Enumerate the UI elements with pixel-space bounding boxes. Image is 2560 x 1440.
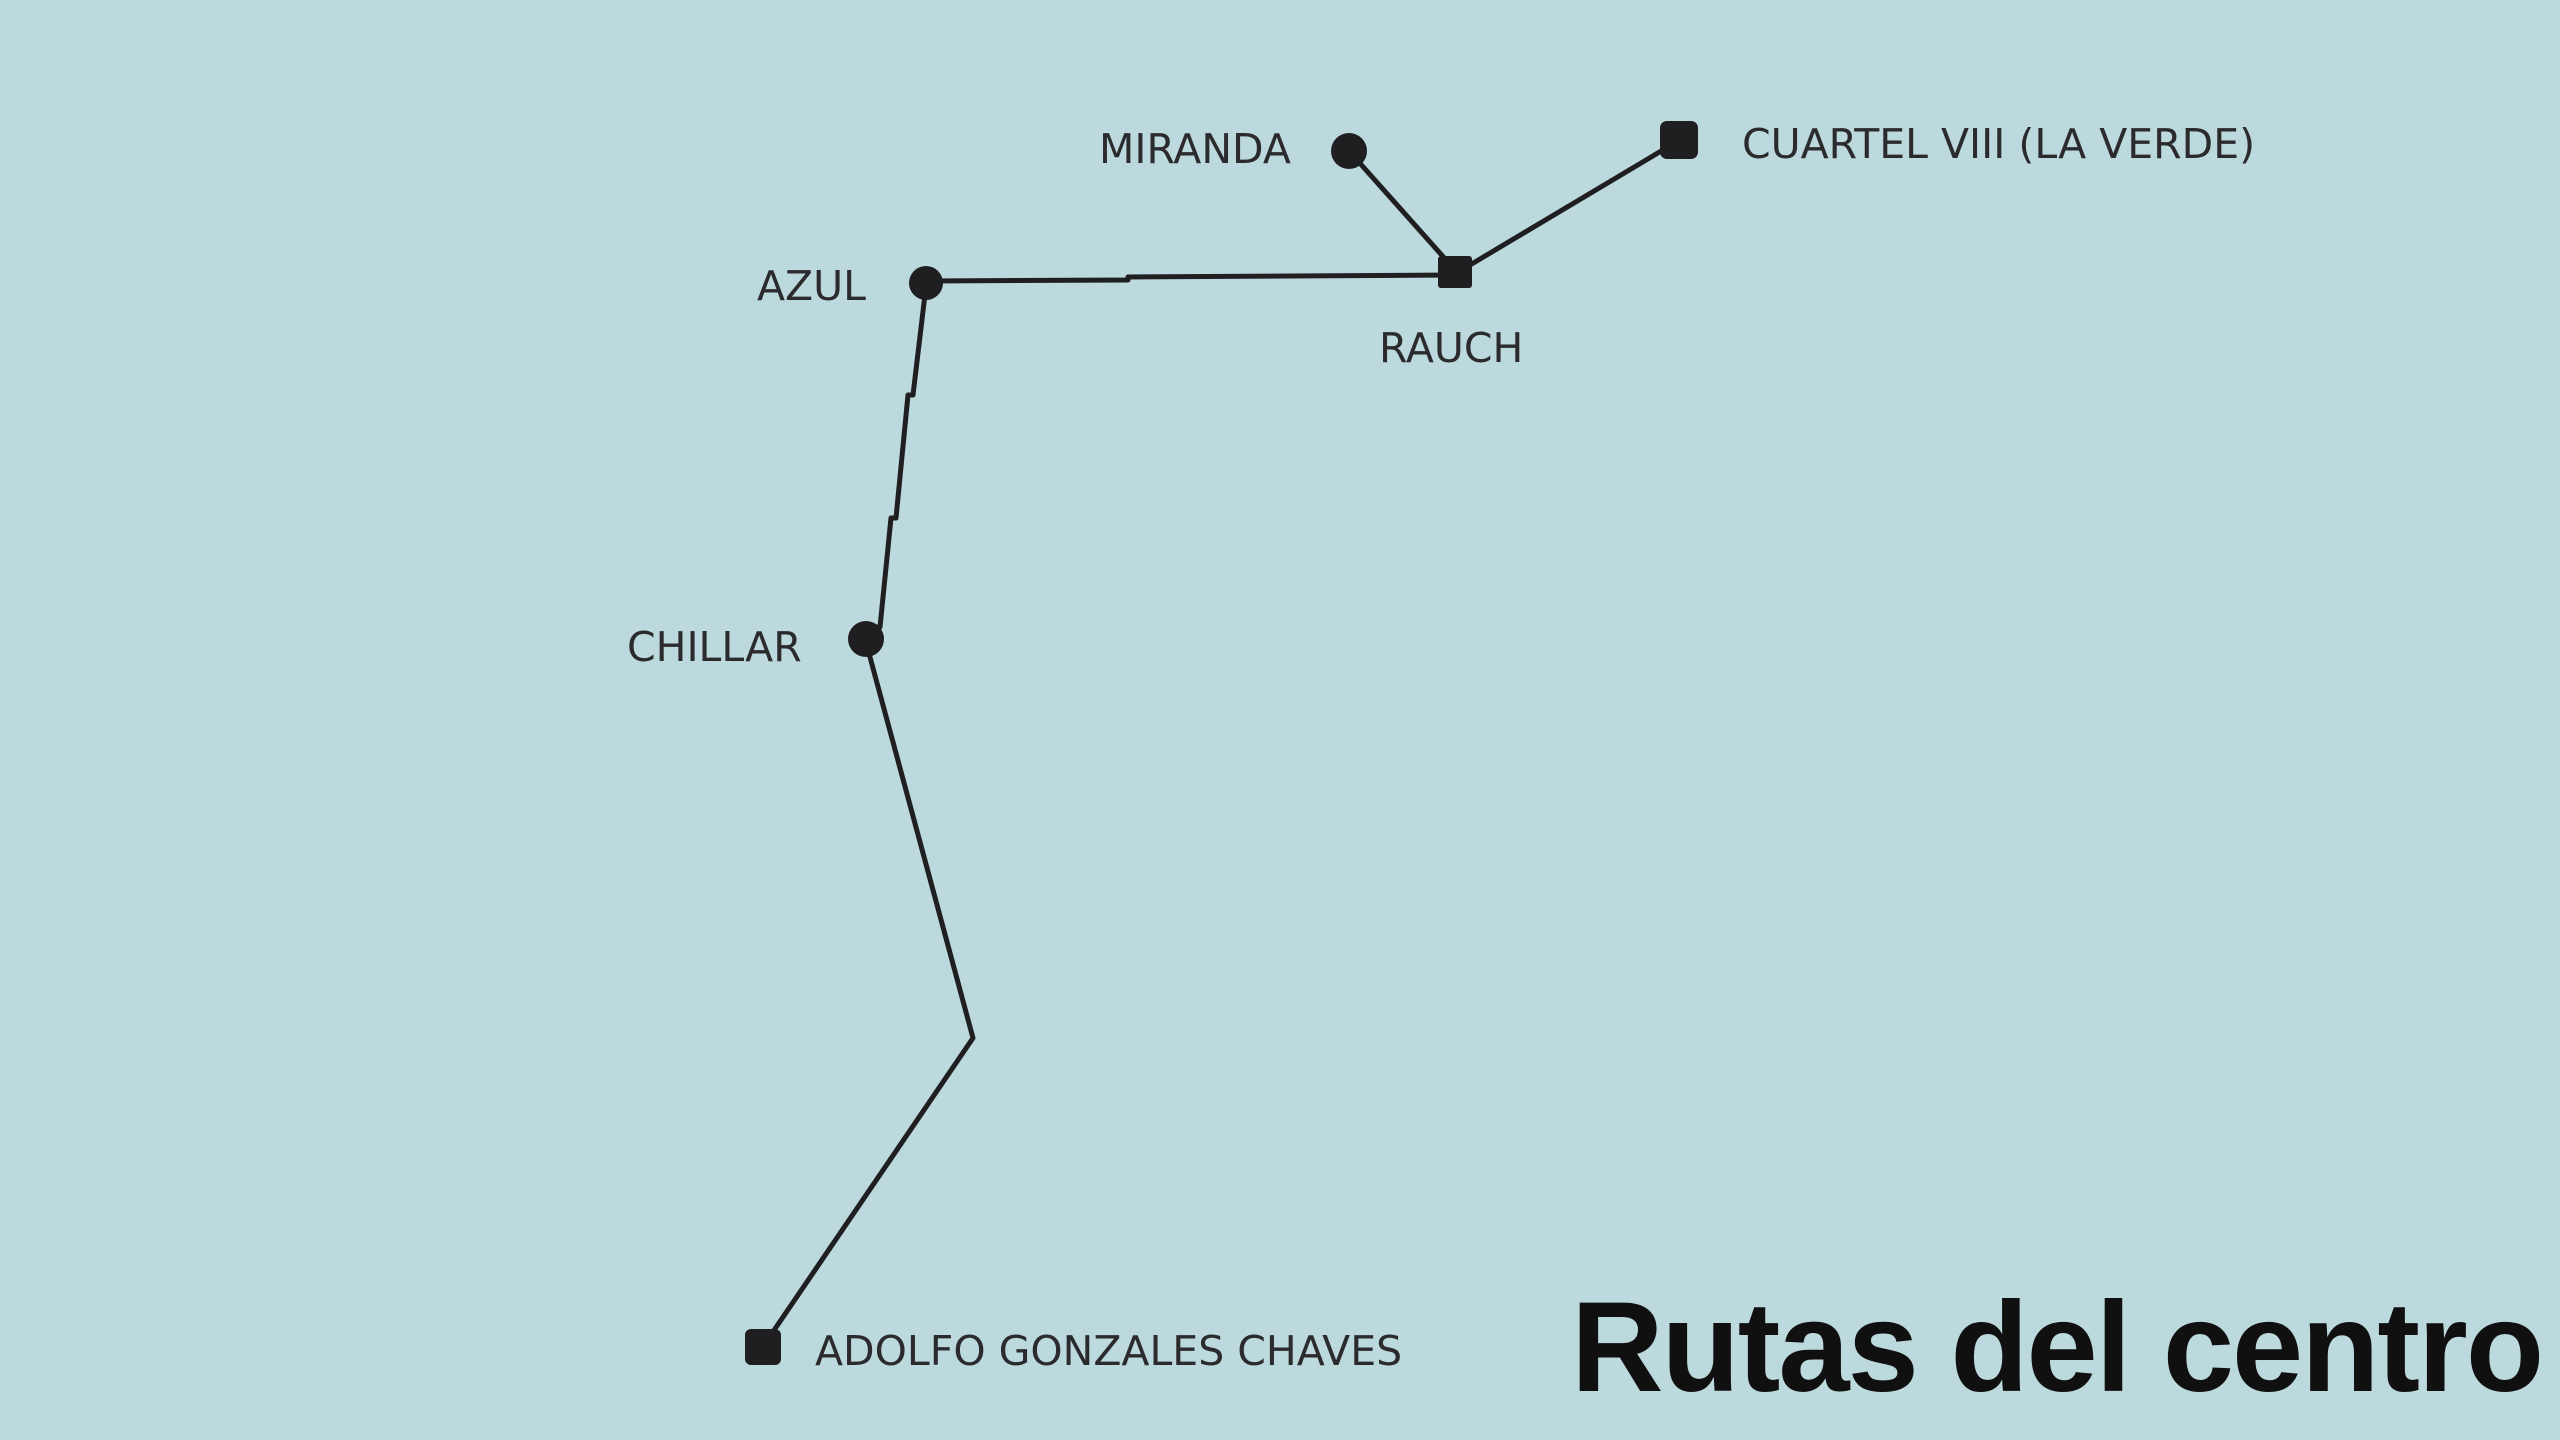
route-line-rauch-cuartel	[1467, 138, 1681, 268]
station-label-cuartel: CUARTEL VIII (LA VERDE)	[1742, 120, 2256, 168]
station-marker-cuartel	[1660, 121, 1698, 159]
station-marker-chillar	[848, 621, 884, 657]
station-marker-rauch	[1438, 256, 1472, 288]
station-label-chillar: CHILLAR	[627, 623, 802, 671]
station-marker-azul	[909, 266, 943, 300]
route-line-miranda-rauch	[1346, 148, 1458, 273]
route-line-azul-rauch	[925, 272, 1458, 284]
station-marker-chaves	[745, 1329, 781, 1365]
route-line-azul-chillar	[865, 283, 929, 641]
station-label-rauch: RAUCH	[1379, 324, 1524, 372]
station-label-miranda: MIRANDA	[1099, 125, 1291, 173]
station-label-azul: AZUL	[757, 262, 866, 310]
map-title: Rutas del centro	[1571, 1276, 2544, 1419]
route-line-chillar-chaves	[761, 643, 976, 1348]
station-label-chaves: ADOLFO GONZALES CHAVES	[815, 1327, 1403, 1375]
station-marker-miranda	[1331, 133, 1367, 169]
